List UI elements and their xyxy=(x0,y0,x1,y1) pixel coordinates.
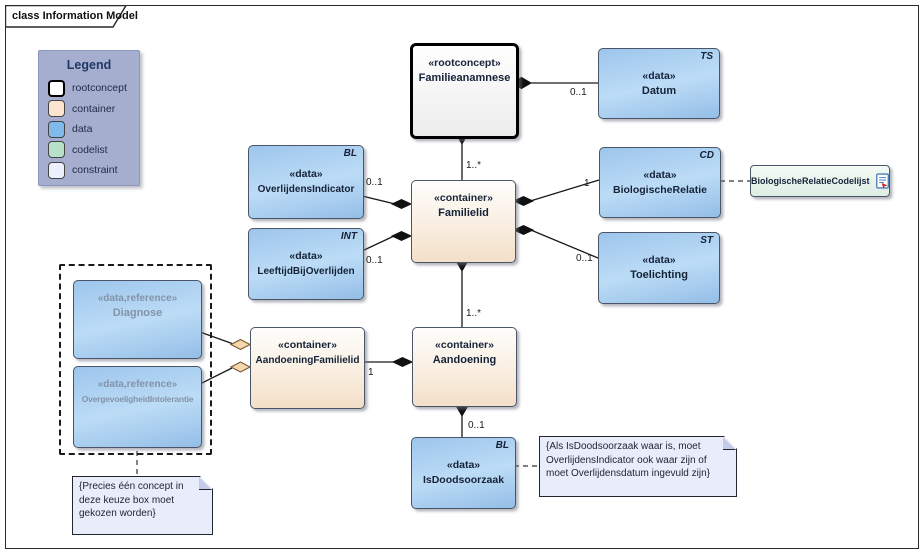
legend-item-label: rootconcept xyxy=(72,82,127,95)
frame-title: class Information Model xyxy=(12,10,138,22)
node-stereotype: «container» xyxy=(434,192,493,204)
edge-familielid-overlijdensindicator xyxy=(361,195,394,205)
frame-tab-shape xyxy=(5,5,127,28)
node-isdoodsoorzaak[interactable]: BL «data» IsDoodsoorzaak xyxy=(411,437,516,509)
node-stereotype: «data» xyxy=(642,254,676,266)
node-name: Familieanamnese xyxy=(418,72,511,84)
node-type-tag: ST xyxy=(700,235,713,246)
node-toelichting[interactable]: ST «data» Toelichting xyxy=(598,232,720,304)
node-leeftijdbijoverlijden[interactable]: INT «data» LeeftijdBijOverlijden xyxy=(248,228,364,300)
legend-swatch-rootconcept xyxy=(48,79,65,97)
legend-swatch-container xyxy=(48,100,65,118)
composition-diamond xyxy=(390,198,413,210)
legend-item: container xyxy=(39,99,139,120)
node-stereotype: «rootconcept» xyxy=(428,57,501,69)
legend-item-label: container xyxy=(72,102,116,115)
note-text: {Als IsDoodsoorzaak waar is, moet Overli… xyxy=(546,441,710,479)
choice-box xyxy=(59,264,212,455)
composition-diamond xyxy=(512,224,535,236)
node-biologischerelatie[interactable]: CD «data» BiologischeRelatie xyxy=(599,147,721,218)
node-biologischerelatiecodelijst[interactable]: BiologischeRelatieCodelijst xyxy=(750,165,890,197)
legend-swatch-data xyxy=(48,120,65,138)
node-diagnose[interactable]: «data,reference» Diagnose xyxy=(73,280,202,359)
aggregation-diamond xyxy=(229,361,252,373)
node-stereotype: «data,reference» xyxy=(97,293,178,304)
legend-item-label: constraint xyxy=(72,164,118,177)
multiplicity-label: 1 xyxy=(584,178,590,189)
node-name: BiologischeRelatie xyxy=(613,183,707,196)
legend-swatch-codelist xyxy=(48,141,65,159)
legend-item: rootconcept xyxy=(39,78,139,99)
multiplicity-label: 0..1 xyxy=(576,253,593,264)
node-name: AandoeningFamilielid xyxy=(255,355,360,366)
node-name: LeeftijdBijOverlijden xyxy=(257,266,355,277)
node-aandoeningfamilielid[interactable]: «container» AandoeningFamilielid xyxy=(250,327,365,409)
legend-item: data xyxy=(39,119,139,140)
node-stereotype: «data» xyxy=(289,250,323,262)
node-name: Familielid xyxy=(438,207,489,219)
node-stereotype: «container» xyxy=(435,339,494,351)
node-name: Diagnose xyxy=(112,307,163,319)
node-type-tag: INT xyxy=(340,231,357,242)
constraint-note-keuzebox[interactable]: {Precies één concept in deze keuze box m… xyxy=(72,476,213,535)
node-name: Toelichting xyxy=(630,269,688,281)
multiplicity-label: 0..1 xyxy=(366,177,383,188)
node-familielid[interactable]: «container» Familielid xyxy=(411,180,516,263)
legend-item: constraint xyxy=(39,160,139,181)
node-name: OvergevoeligheidIntolerantie xyxy=(81,394,194,404)
node-stereotype: «data,reference» xyxy=(97,379,178,390)
node-type-tag: TS xyxy=(700,51,713,62)
node-name: IsDoodsoorzaak xyxy=(422,474,505,486)
node-stereotype: «data» xyxy=(642,69,676,82)
composition-diamond xyxy=(512,195,535,207)
node-overlijdensindicator[interactable]: BL «data» OverlijdensIndicator xyxy=(248,145,364,219)
node-aandoening[interactable]: «container» Aandoening xyxy=(412,327,517,407)
multiplicity-label: 0..1 xyxy=(570,87,587,98)
constraint-note-isdoodsoorzaak[interactable]: {Als IsDoodsoorzaak waar is, moet Overli… xyxy=(539,436,737,497)
note-text: {Precies één concept in deze keuze box m… xyxy=(79,481,184,519)
edge-familielid-toelichting xyxy=(531,229,599,259)
multiplicity-label: 0..1 xyxy=(468,420,485,431)
node-stereotype: «data» xyxy=(289,168,323,180)
node-stereotype: «container» xyxy=(278,339,337,351)
multiplicity-label: 1..* xyxy=(466,308,482,319)
node-name: OverlijdensIndicator xyxy=(257,184,355,195)
edge-diagnose-aandoeningfamilielid xyxy=(199,331,233,345)
multiplicity-label: 1..* xyxy=(466,160,482,171)
legend: Legend rootconcept container data codeli… xyxy=(38,50,140,186)
node-overgevoeligheidintolerantie[interactable]: «data,reference» OvergevoeligheidIntoler… xyxy=(73,366,202,448)
edge-overgevoeligheid-aandoeningfamilielid xyxy=(199,367,233,385)
diagram-frame xyxy=(5,5,919,549)
multiplicity-label: 0..1 xyxy=(366,255,383,266)
frame-tab: class Information Model xyxy=(5,5,138,28)
composition-diamond xyxy=(390,230,413,242)
node-type-tag: CD xyxy=(699,150,714,161)
node-name: Datum xyxy=(641,84,677,97)
node-name: BiologischeRelatieCodelijst xyxy=(751,175,870,186)
node-stereotype: «data» xyxy=(643,168,677,181)
edge-familielid-leeftijdbijoverlijden xyxy=(361,235,394,252)
legend-title: Legend xyxy=(66,58,112,72)
legend-item-label: data xyxy=(72,123,93,136)
edge-familielid-biologischerelatie xyxy=(531,179,600,202)
node-stereotype: «data» xyxy=(446,459,481,471)
legend-item: codelist xyxy=(39,140,139,161)
node-familieanamnese[interactable]: «rootconcept» Familieanamnese xyxy=(410,43,519,139)
node-name: Aandoening xyxy=(432,354,497,366)
document-icon xyxy=(875,173,889,189)
composition-diamond xyxy=(391,356,414,368)
multiplicity-label: 1 xyxy=(368,367,374,378)
node-datum[interactable]: TS «data» Datum xyxy=(598,48,720,119)
legend-swatch-constraint xyxy=(48,161,65,179)
aggregation-diamond xyxy=(229,338,252,351)
node-type-tag: BL xyxy=(343,148,357,159)
legend-item-label: codelist xyxy=(72,143,108,156)
node-type-tag: BL xyxy=(495,440,509,451)
